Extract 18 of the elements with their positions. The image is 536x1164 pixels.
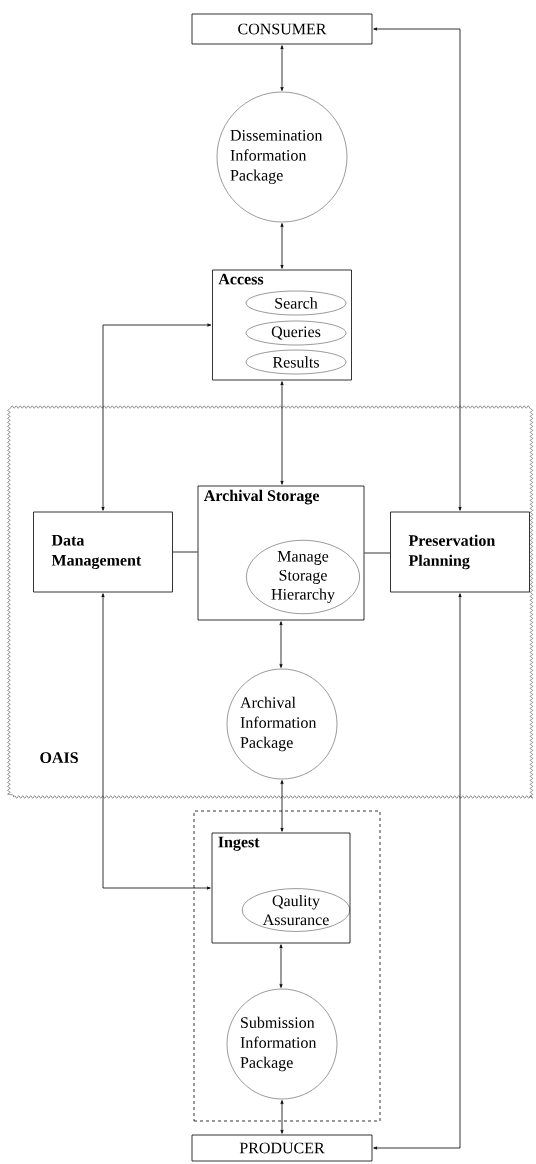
arrow <box>279 621 283 668</box>
arrow <box>101 323 212 511</box>
dashed-boundary <box>193 810 381 1122</box>
arrow <box>280 223 284 269</box>
arrow <box>280 381 284 485</box>
arrow <box>280 780 284 832</box>
arrow <box>373 27 462 511</box>
arrow <box>373 593 462 1150</box>
entity-box: PRODUCER <box>191 1134 373 1162</box>
arrow <box>101 593 211 890</box>
arrow <box>280 1100 284 1134</box>
function-box: Data Management <box>33 511 173 593</box>
arrow <box>279 944 283 988</box>
connector-line <box>364 552 391 554</box>
function-box: Preservation Planning <box>390 511 530 593</box>
connector-line <box>172 551 198 553</box>
entity-box: CONSUMER <box>191 13 373 45</box>
arrow <box>280 45 284 91</box>
